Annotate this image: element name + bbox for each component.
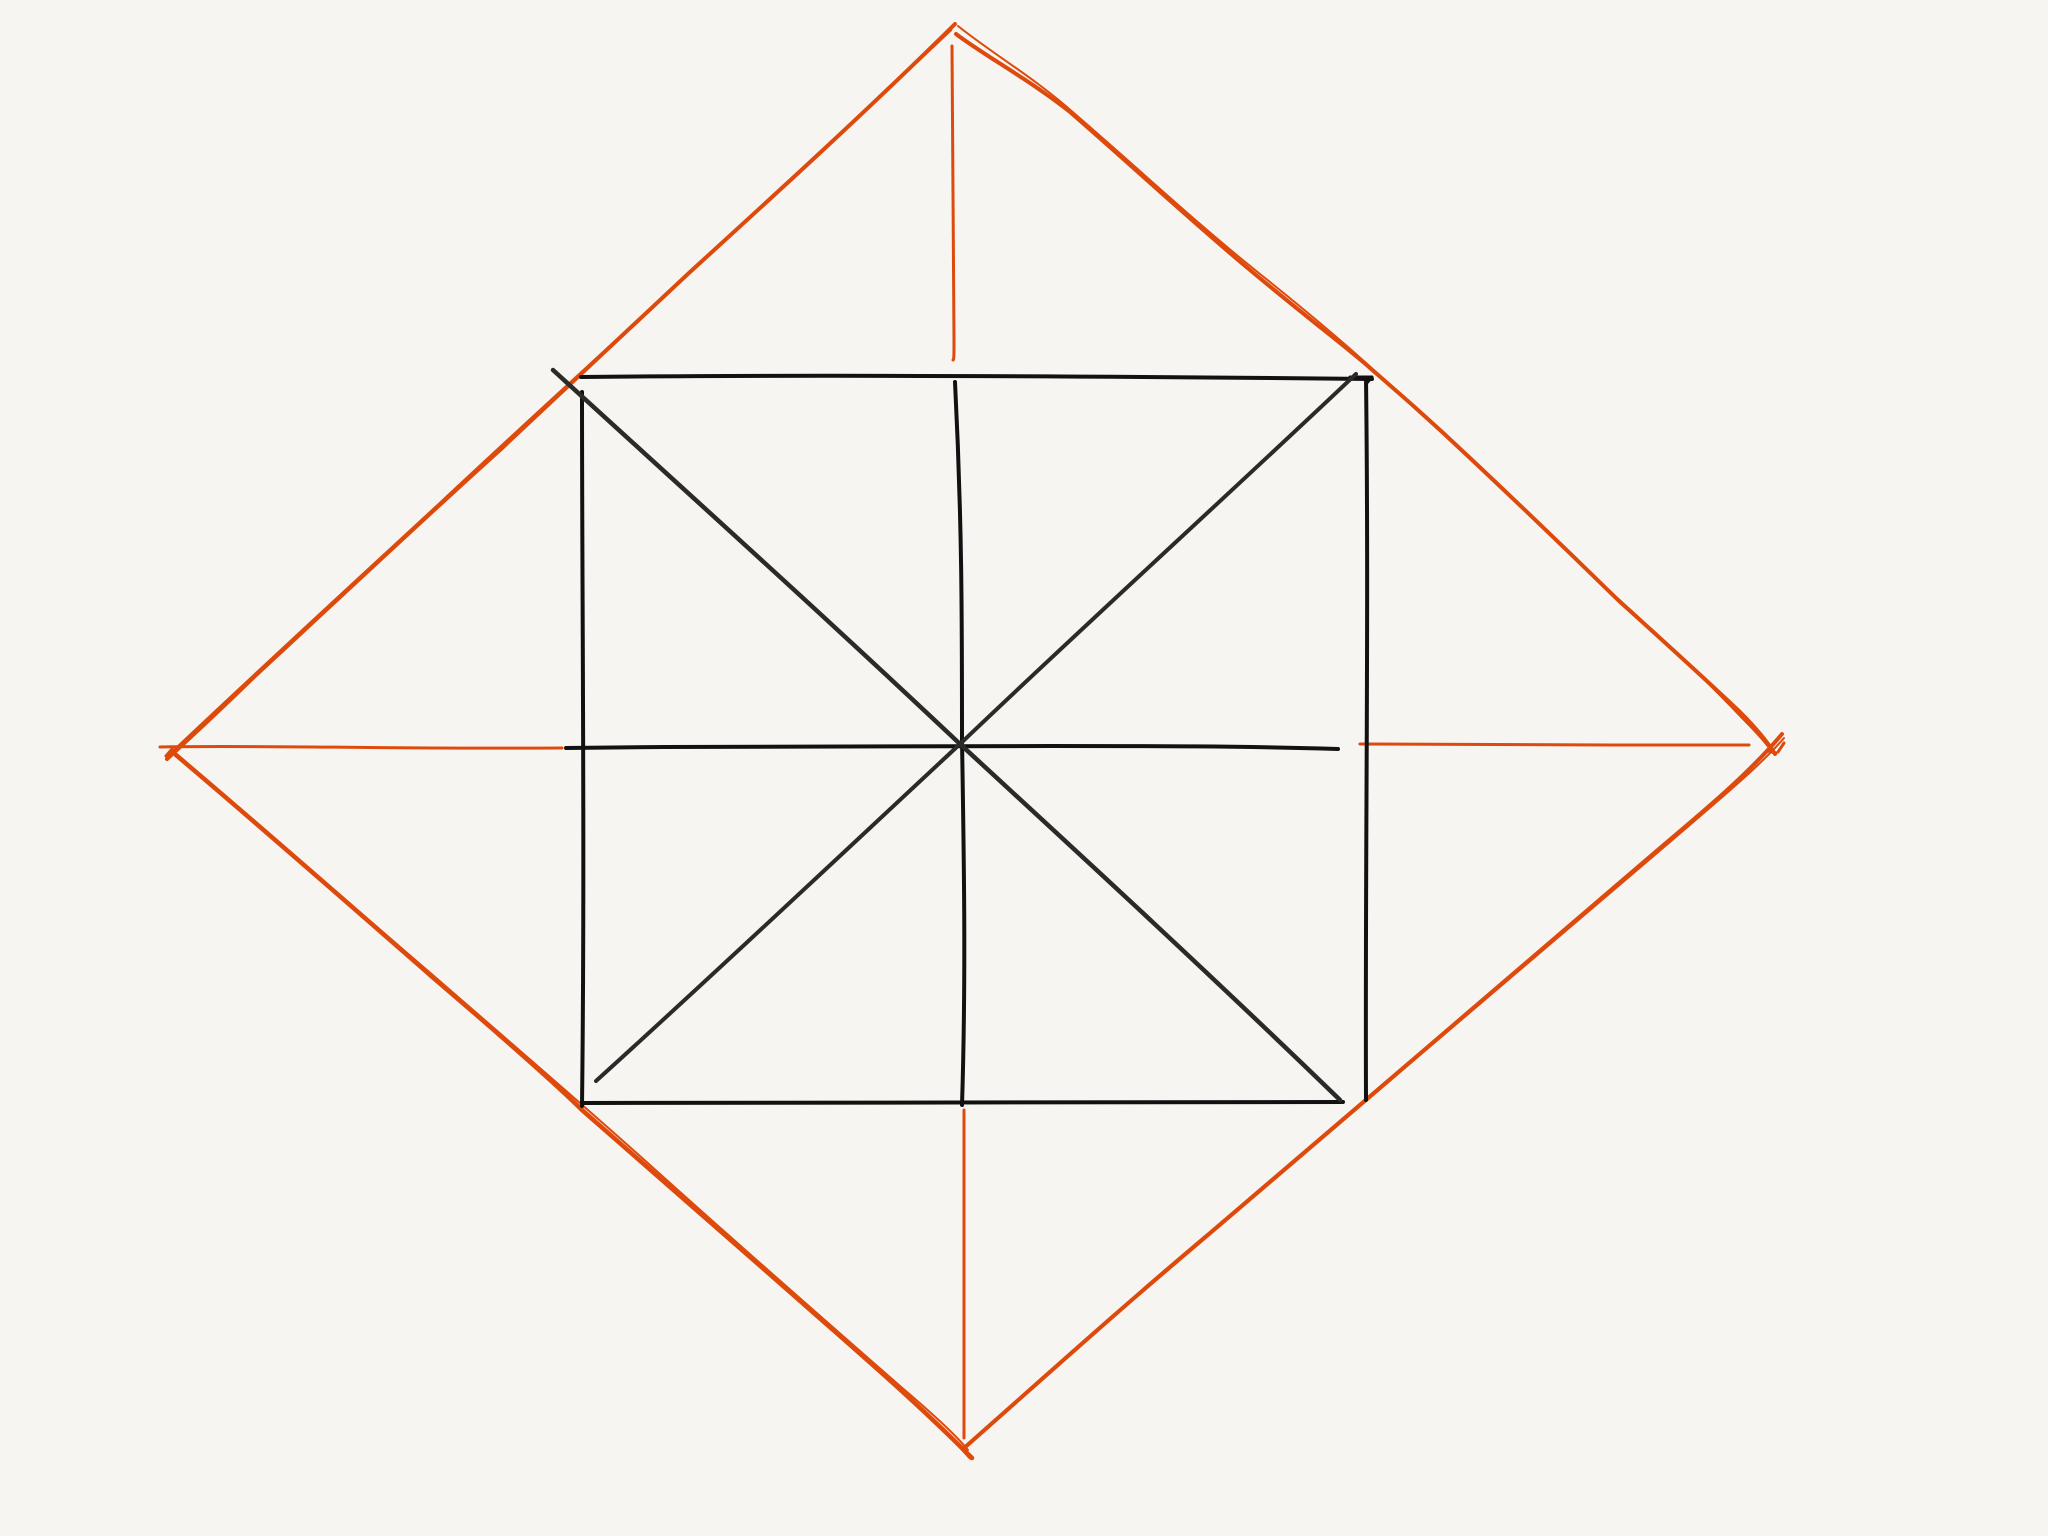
inner-square-left-edge [580, 390, 586, 1108]
orange-vertical-bottom-extension [961, 1108, 966, 1440]
outer-diamond-bottom-right-edge-overdraw [967, 737, 1785, 1445]
outer-diamond-top-right-edge-overdraw [957, 25, 1773, 753]
inner-square-bottom-edge [580, 1100, 1345, 1106]
outer-diamond-top-left-edge-overdraw [170, 28, 953, 754]
inner-horizontal-line [564, 743, 1340, 751]
outer-diamond-left-corner-tick [164, 747, 174, 758]
orange-horizontal-left-extension [158, 744, 564, 750]
outer-diamond-right-corner-tick [1766, 741, 1786, 755]
orange-horizontal-right-extension [1358, 742, 1751, 747]
outer-diamond-bottom-corner-tick [958, 1445, 972, 1460]
outer-diamond-bottom-left-edge-overdraw [171, 749, 969, 1451]
outer-diamond [164, 22, 1786, 1461]
inner-square-top-edge [579, 373, 1374, 381]
inner-square-top-right-corner [1348, 375, 1374, 386]
orange-axis-extensions [158, 44, 1751, 1440]
inner-square-right-edge [1363, 376, 1370, 1102]
orange-vertical-top-extension [950, 44, 956, 362]
inner-diagonals [550, 367, 1358, 1103]
inner-square [579, 373, 1374, 1108]
inner-diagonal-top-right-to-bottom-left [594, 372, 1358, 1083]
